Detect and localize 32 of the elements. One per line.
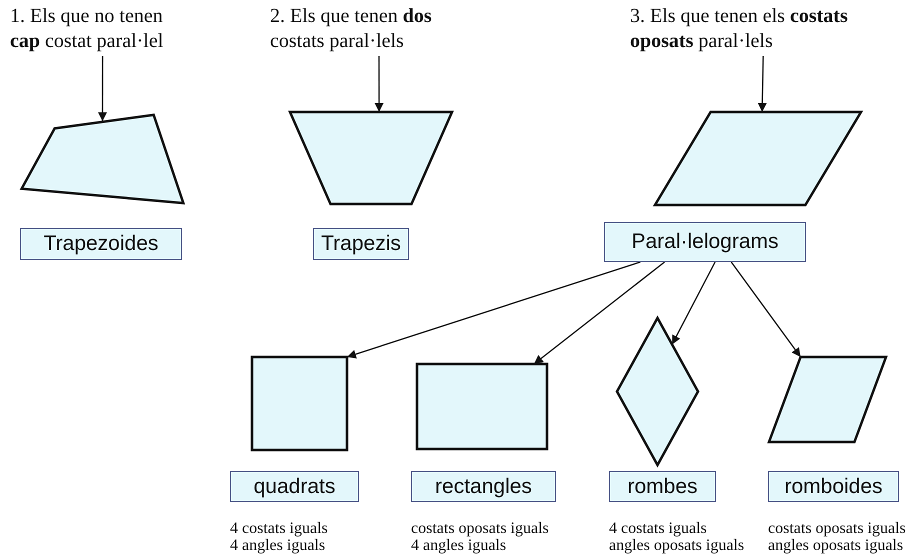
arrow	[534, 261, 665, 365]
category-label: rectangles	[411, 471, 556, 502]
arrow	[374, 56, 384, 112]
property-text: 4 costats iguals	[609, 520, 707, 537]
category-label: Trapezis	[313, 228, 409, 260]
heading-text: 2. Els que tenen dos costats paral·lels	[270, 4, 470, 56]
parallelogram-shape	[769, 357, 886, 442]
category-label: rombes	[609, 471, 716, 502]
arrow	[758, 56, 767, 112]
property-text: 4 angles iguals	[230, 537, 326, 554]
property-text: costats oposats iguals	[411, 520, 549, 537]
category-label: quadrats	[230, 471, 359, 502]
arrow	[730, 262, 802, 358]
category-label: Paral·lelograms	[604, 222, 806, 262]
property-text: angles oposats iguals	[768, 537, 904, 554]
arrow	[346, 261, 641, 358]
property-text: 4 angles iguals	[411, 537, 506, 554]
parallelogram-shape	[655, 112, 861, 205]
square-shape	[252, 357, 347, 450]
property-text: angles oposats iguals	[609, 537, 744, 554]
quadrilateral-shape	[20, 114, 185, 204]
property-text: 4 costats iguals	[230, 520, 328, 537]
category-label: romboides	[768, 471, 899, 502]
heading-text: 3. Els que tenen els costats oposats paral·lels	[630, 4, 852, 56]
rectangle-shape	[417, 364, 547, 449]
trapezoid-shape	[290, 112, 452, 204]
category-label: Trapezoides	[20, 228, 182, 260]
rhombus-shape	[617, 318, 698, 465]
arrow	[672, 262, 716, 345]
arrow	[98, 56, 107, 122]
heading-text: 1. Els que no tenen cap costat paral·lel	[10, 4, 188, 56]
property-text: costats oposats iguals	[768, 520, 906, 537]
